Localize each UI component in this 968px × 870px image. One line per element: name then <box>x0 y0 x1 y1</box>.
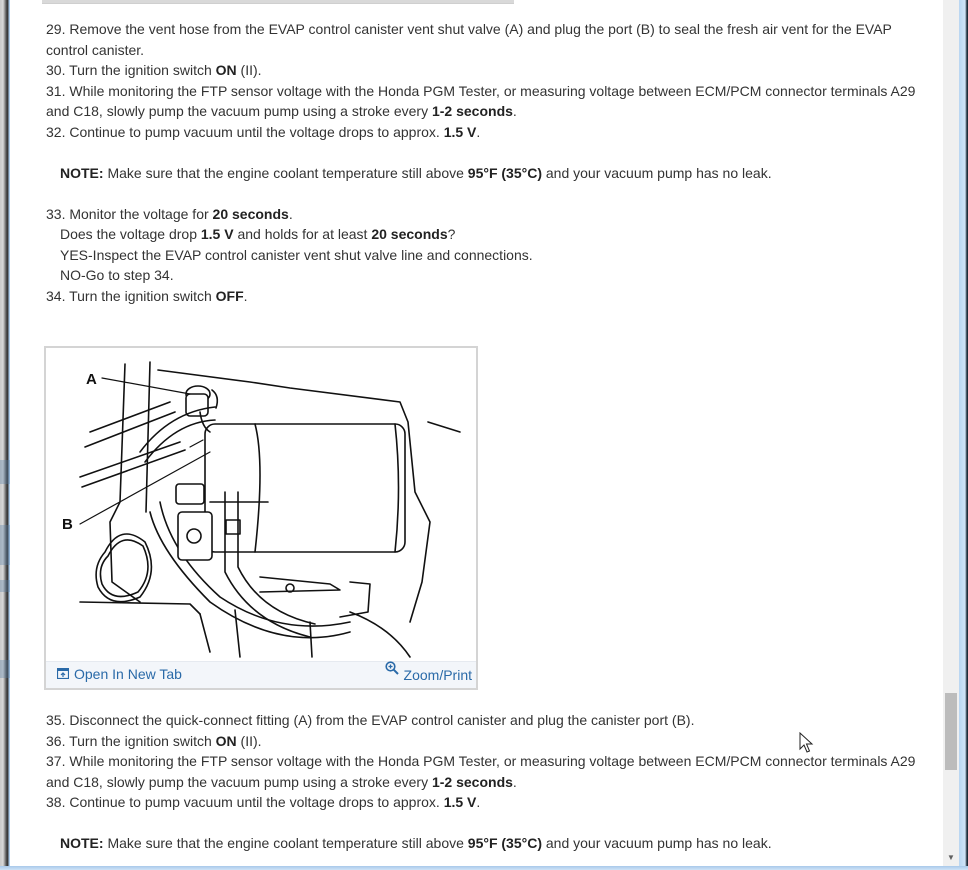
emphasis-text: OFF <box>215 287 244 304</box>
step-33yes: YES-Inspect the EVAP control canister ve… <box>46 245 936 266</box>
body-text: 38. Continue to pump vacuum until the vo… <box>46 794 444 810</box>
body-text: YES-Inspect the EVAP control canister ve… <box>60 246 533 263</box>
window-frame-left <box>0 0 10 870</box>
body-text: 30. Turn the ignition switch <box>46 62 216 78</box>
body-text: 35. Disconnect the quick-connect fitting… <box>46 712 695 728</box>
diagram-figure: A B Open In New Tab Zoom/Print <box>44 346 478 690</box>
diagram-label-b: B <box>62 516 73 533</box>
window-frame-right <box>959 0 968 870</box>
emphasis-text: 1.5 V <box>200 226 234 242</box>
body-text: Make sure that the engine coolant temper… <box>103 164 468 181</box>
emphasis-text: 95°F (35°C) <box>467 835 542 851</box>
note-bottom: NOTE: Make sure that the engine coolant … <box>46 833 936 854</box>
step-31: 31. While monitoring the FTP sensor volt… <box>46 81 936 122</box>
emphasis-text: 1-2 seconds <box>431 103 513 119</box>
step-38: 38. Continue to pump vacuum until the vo… <box>46 792 936 813</box>
mouse-cursor-icon <box>799 732 814 753</box>
emphasis-text: 1.5 V <box>443 794 477 810</box>
procedure-content-lower: 35. Disconnect the quick-connect fitting… <box>46 710 936 854</box>
figure-toolbar: Open In New Tab Zoom/Print <box>46 661 476 688</box>
step-30: 30. Turn the ignition switch ON (II). <box>46 60 936 81</box>
scroll-down-arrow-icon[interactable]: ▼ <box>947 852 955 862</box>
body-text: . <box>512 103 517 119</box>
step-37: 37. While monitoring the FTP sensor volt… <box>46 751 936 792</box>
open-in-new-tab-link[interactable]: Open In New Tab <box>56 666 182 682</box>
body-text: Does the voltage drop <box>60 226 201 242</box>
step-33: 33. Monitor the voltage for 20 seconds. <box>46 204 936 225</box>
scrollbar-thumb[interactable] <box>945 693 957 770</box>
body-text: 29. Remove the vent hose from the EVAP c… <box>46 21 892 58</box>
open-new-tab-icon <box>56 666 70 682</box>
vertical-scrollbar[interactable]: ▼ <box>943 0 959 866</box>
emphasis-text: 1-2 seconds <box>431 773 513 790</box>
steps-top: 29. Remove the vent hose from the EVAP c… <box>46 19 936 142</box>
diagram-label-a: A <box>86 371 97 388</box>
evap-canister-diagram[interactable]: A B <box>50 352 474 662</box>
zoom-print-link[interactable]: Zoom/Print <box>384 661 472 683</box>
window-frame-bottom <box>0 866 968 870</box>
emphasis-text: ON <box>215 732 237 749</box>
frame-reflection <box>0 580 10 592</box>
step-33q: Does the voltage drop 1.5 V and holds fo… <box>46 224 936 245</box>
step-32: 32. Continue to pump vacuum until the vo… <box>46 122 936 143</box>
body-text: . <box>288 205 293 222</box>
body-text: (II). <box>236 732 262 749</box>
frame-reflection <box>0 660 10 678</box>
body-text: . <box>512 773 517 790</box>
step-29: 29. Remove the vent hose from the EVAP c… <box>46 19 936 60</box>
previous-figure-frame <box>42 0 514 4</box>
magnifier-plus-icon <box>384 661 399 678</box>
zoom-print-label: Zoom/Print <box>403 666 472 683</box>
body-text: and holds for at least <box>233 226 372 242</box>
body-text: 34. Turn the ignition switch <box>46 287 216 304</box>
body-text: NO-Go to step 34. <box>60 267 174 283</box>
emphasis-text: 20 seconds <box>212 205 289 222</box>
emphasis-text: ON <box>215 62 237 78</box>
body-text: ? <box>447 226 456 242</box>
steps-mid: 33. Monitor the voltage for 20 seconds.D… <box>46 204 936 307</box>
body-text: 37. While monitoring the FTP sensor volt… <box>46 753 916 790</box>
body-text: Make sure that the engine coolant temper… <box>103 835 468 851</box>
step-33no: NO-Go to step 34. <box>46 265 936 286</box>
step-36: 36. Turn the ignition switch ON (II). <box>46 731 936 752</box>
body-text: 32. Continue to pump vacuum until the vo… <box>46 123 444 140</box>
body-text: and your vacuum pump has no leak. <box>542 164 772 181</box>
emphasis-text: 20 seconds <box>371 226 448 242</box>
emphasis-text: NOTE: <box>60 835 104 851</box>
frame-reflection <box>0 525 10 565</box>
open-in-new-tab-label: Open In New Tab <box>74 666 182 682</box>
body-text: and your vacuum pump has no leak. <box>542 835 772 851</box>
steps-bottom: 35. Disconnect the quick-connect fitting… <box>46 710 936 813</box>
emphasis-text: NOTE: <box>60 164 104 181</box>
step-35: 35. Disconnect the quick-connect fitting… <box>46 710 936 731</box>
body-text: 36. Turn the ignition switch <box>46 732 216 749</box>
emphasis-text: 1.5 V <box>443 123 477 140</box>
body-text: . <box>476 123 481 140</box>
body-text: 31. While monitoring the FTP sensor volt… <box>46 82 916 120</box>
frame-reflection <box>0 460 10 484</box>
note-top: NOTE: Make sure that the engine coolant … <box>46 163 936 184</box>
emphasis-text: 95°F (35°C) <box>467 164 542 181</box>
body-text: . <box>476 794 481 810</box>
step-34: 34. Turn the ignition switch OFF. <box>46 286 936 307</box>
body-text: (II). <box>236 62 262 78</box>
procedure-content: 29. Remove the vent hose from the EVAP c… <box>46 19 936 306</box>
body-text: . <box>243 287 248 304</box>
page-viewport: 29. Remove the vent hose from the EVAP c… <box>10 0 943 866</box>
body-text: 33. Monitor the voltage for <box>46 205 213 222</box>
